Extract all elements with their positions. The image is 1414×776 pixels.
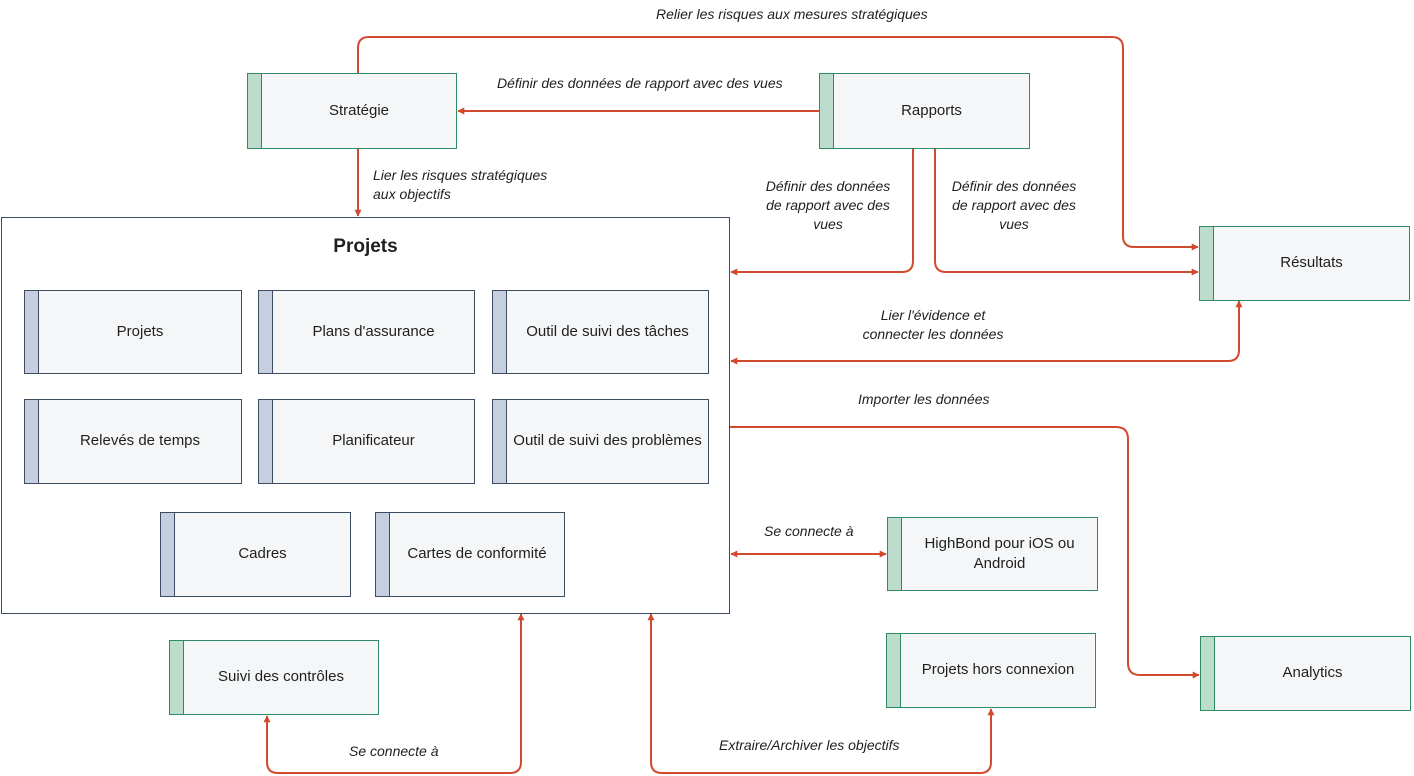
node-accent-bar [820, 74, 834, 148]
node-accent-bar [259, 291, 273, 373]
node-rapports[interactable]: Rapports [819, 73, 1030, 149]
edge-importer [730, 426, 1200, 679]
node-label: Stratégie [328, 101, 390, 119]
edge-label-lier-risques: Lier les risques stratégiques aux object… [373, 166, 547, 204]
node-label: HighBond pour iOS ou Android [924, 534, 1075, 572]
node-label: Plans d'assurance [312, 322, 435, 340]
node-releves-temps[interactable]: Relevés de temps [24, 399, 242, 484]
edge-extraire [647, 613, 995, 774]
edge-relier-risques [357, 36, 1199, 251]
node-label: Projets hors connexion [921, 661, 1075, 679]
node-accent-bar [161, 513, 175, 596]
edge-label-extraire: Extraire/Archiver les objectifs [719, 737, 900, 753]
label-line: aux objectifs [373, 186, 451, 202]
node-accent-bar [25, 291, 39, 373]
node-label: Cartes de conformité [407, 545, 547, 563]
node-label: Outil de suivi des tâches [526, 322, 689, 340]
node-label: Cadres [238, 545, 287, 563]
edge-label-definir-projets: Définir des données de rapport avec des … [753, 177, 903, 234]
node-accent-bar [376, 513, 390, 596]
node-accent-bar [25, 400, 39, 483]
edge-lier-evidence [730, 300, 1243, 365]
node-label: Résultats [1280, 254, 1343, 272]
node-suivi-problemes[interactable]: Outil de suivi des problèmes [492, 399, 709, 484]
node-analytics[interactable]: Analytics [1200, 636, 1411, 711]
label-line: Lier l'évidence et [880, 307, 986, 323]
node-label: Planificateur [332, 432, 415, 450]
node-strategie[interactable]: Stratégie [247, 73, 457, 149]
node-accent-bar [1200, 227, 1214, 300]
node-label: Projets [116, 322, 164, 340]
node-accent-bar [493, 400, 507, 483]
edge-definir-resultats [934, 149, 1199, 276]
node-resultats[interactable]: Résultats [1199, 226, 1410, 301]
edge-se-connecte-suivi [263, 613, 525, 774]
projets-group-title: Projets [333, 236, 398, 257]
node-projets[interactable]: Projets [24, 290, 242, 374]
edge-label-se-connecte-mobile: Se connecte à [764, 523, 854, 539]
node-accent-bar [887, 634, 901, 707]
edge-label-definir-strategie: Définir des données de rapport avec des … [497, 75, 783, 91]
edge-label-lier-evidence: Lier l'évidence et connecter les données [848, 306, 1018, 344]
node-label: Rapports [901, 101, 962, 119]
label-line: vues [813, 216, 843, 232]
node-plans-assurance[interactable]: Plans d'assurance [258, 290, 475, 374]
node-label: Analytics [1282, 664, 1343, 682]
node-label: Suivi des contrôles [218, 668, 344, 686]
label-line: Définir des données [951, 178, 1077, 194]
node-cadres[interactable]: Cadres [160, 512, 351, 597]
node-suivi-controles[interactable]: Suivi des contrôles [169, 640, 379, 715]
node-label: Relevés de temps [79, 432, 201, 450]
label-line: de rapport avec des [952, 197, 1076, 213]
label-line: Lier les risques stratégiques [373, 167, 548, 183]
node-accent-bar [259, 400, 273, 483]
node-label: Outil de suivi des problèmes [513, 432, 702, 450]
node-accent-bar [493, 291, 507, 373]
node-projets-hors-connexion[interactable]: Projets hors connexion [886, 633, 1096, 708]
node-accent-bar [248, 74, 262, 148]
node-accent-bar [170, 641, 184, 714]
label-line: connecter les données [862, 326, 1004, 342]
label-line: de rapport avec des [766, 197, 890, 213]
label-line: Définir des données [765, 178, 891, 194]
node-planificateur[interactable]: Planificateur [258, 399, 475, 484]
node-cartes-conformite[interactable]: Cartes de conformité [375, 512, 565, 597]
node-highbond-mobile[interactable]: HighBond pour iOS ou Android [887, 517, 1098, 591]
edge-definir-projets [730, 149, 914, 276]
edge-label-se-connecte-suivi: Se connecte à [349, 743, 439, 759]
node-suivi-taches[interactable]: Outil de suivi des tâches [492, 290, 709, 374]
edge-label-definir-resultats: Définir des données de rapport avec des … [939, 177, 1089, 234]
label-line: vues [999, 216, 1029, 232]
edge-label-importer: Importer les données [858, 391, 990, 407]
node-accent-bar [1201, 637, 1215, 710]
node-accent-bar [888, 518, 902, 590]
edge-label-relier-risques: Relier les risques aux mesures stratégiq… [656, 6, 928, 22]
